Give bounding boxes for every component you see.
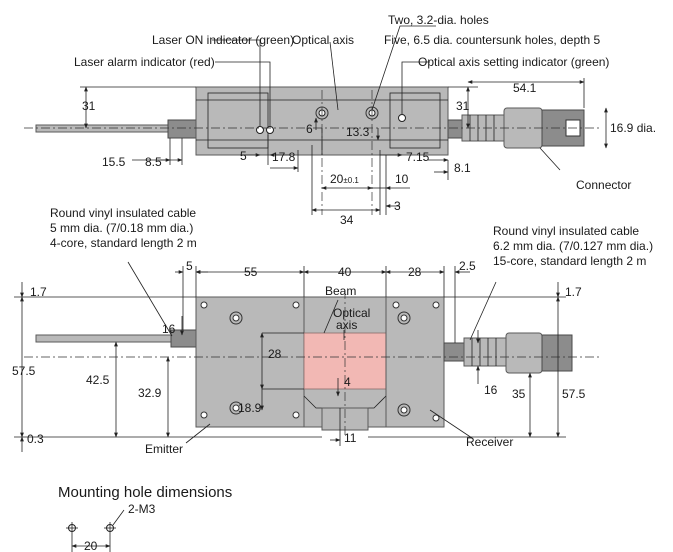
emitter-cable: [35, 334, 172, 343]
dim-6: 6: [306, 122, 313, 136]
dim-8-5: 8.5: [145, 155, 162, 169]
dim-20: 20±0.1: [330, 172, 359, 186]
holes-five-label: Five, 6.5 dia. countersunk holes, depth …: [384, 33, 600, 47]
optical-axis-label: Optical axis: [292, 33, 354, 47]
dim-1-7-left: 1.7: [30, 285, 47, 299]
mounting-2-m3-label: 2-M3: [128, 502, 156, 516]
dim-0-3: 0.3: [27, 432, 44, 446]
dim-front-2-5: 2.5: [459, 259, 476, 273]
right-cable-gland: [447, 119, 463, 139]
connector-label: Connector: [576, 178, 631, 192]
emitter-label: Emitter: [145, 442, 183, 456]
dim-17-8: 17.8: [272, 150, 296, 164]
dim-31-right: 31: [456, 99, 470, 113]
cable-left-line2: 5 mm dia. (7/0.18 mm dia.): [50, 221, 193, 235]
left-cable-gland: [167, 119, 197, 139]
dim-front-55: 55: [244, 265, 258, 279]
axis-setting-indicator: [398, 114, 406, 122]
dim-18-9: 18.9: [238, 401, 262, 415]
top-view: Laser ON indicator (green) Optical axis …: [24, 13, 656, 227]
emitter-body: [195, 296, 305, 428]
dim-32-9: 32.9: [138, 386, 162, 400]
dim-11: 11: [344, 431, 357, 445]
cable-right-line1: Round vinyl insulated cable: [493, 224, 639, 238]
front-view: Round vinyl insulated cable 5 mm dia. (7…: [12, 206, 653, 456]
receiver-cable-gland: [443, 342, 465, 362]
cable-right-line2: 6.2 mm dia. (7/0.127 mm dia.): [493, 239, 653, 253]
dim-4: 4: [344, 375, 351, 389]
dim-13-3: 13.3: [346, 125, 370, 139]
receiver-body: [385, 296, 445, 428]
dim-57-5-left: 57.5: [12, 364, 36, 378]
dim-34: 34: [340, 213, 354, 227]
dim-3: 3: [394, 199, 401, 213]
dim-8-1: 8.1: [454, 161, 471, 175]
dim-28-mid: 28: [268, 347, 282, 361]
mounting-hole-dimensions: Mounting hole dimensions 2-M3 20: [58, 484, 232, 552]
receiver-label: Receiver: [466, 435, 513, 449]
dim-front-5: 5: [186, 259, 193, 273]
dim-5: 5: [240, 149, 247, 163]
holes-two-label: Two, 3.2-dia. holes: [388, 13, 489, 27]
dim-15-5: 15.5: [102, 155, 126, 169]
receiver-cable-ribbed: [463, 337, 507, 367]
optical-label: Optical: [333, 306, 370, 320]
mounting-title: Mounting hole dimensions: [58, 484, 232, 501]
axis-setting-label: Optical axis setting indicator (green): [418, 55, 609, 69]
dim-7-15: 7.15: [406, 150, 430, 164]
dim-54-1: 54.1: [513, 81, 537, 95]
cable-right-line3: 15-core, standard length 2 m: [493, 254, 646, 268]
laser-alarm-indicator: [256, 126, 264, 134]
dim-31-left: 31: [82, 99, 96, 113]
receiver-connector: [505, 332, 543, 374]
axis-label: axis: [336, 318, 357, 332]
dim-10: 10: [395, 172, 409, 186]
laser-on-indicator: [266, 126, 274, 134]
cable-left-line3: 4-core, standard length 2 m: [50, 236, 197, 250]
dim-16-left: 16: [162, 322, 176, 336]
dim-57-5-right: 57.5: [562, 387, 586, 401]
dim-1-7-right: 1.7: [565, 285, 582, 299]
dim-16-right: 16: [484, 383, 498, 397]
dim-front-40: 40: [338, 265, 352, 279]
dim-42-5: 42.5: [86, 373, 110, 387]
dim-35: 35: [512, 387, 526, 401]
cable-left-line1: Round vinyl insulated cable: [50, 206, 196, 220]
dim-front-28: 28: [408, 265, 422, 279]
beam-label: Beam: [325, 284, 356, 298]
dim-16-9: 16.9 dia.: [610, 121, 656, 135]
mounting-dim-20: 20: [84, 539, 98, 552]
laser-on-label: Laser ON indicator (green): [152, 33, 294, 47]
laser-alarm-label: Laser alarm indicator (red): [74, 55, 215, 69]
left-cable: [35, 124, 171, 133]
